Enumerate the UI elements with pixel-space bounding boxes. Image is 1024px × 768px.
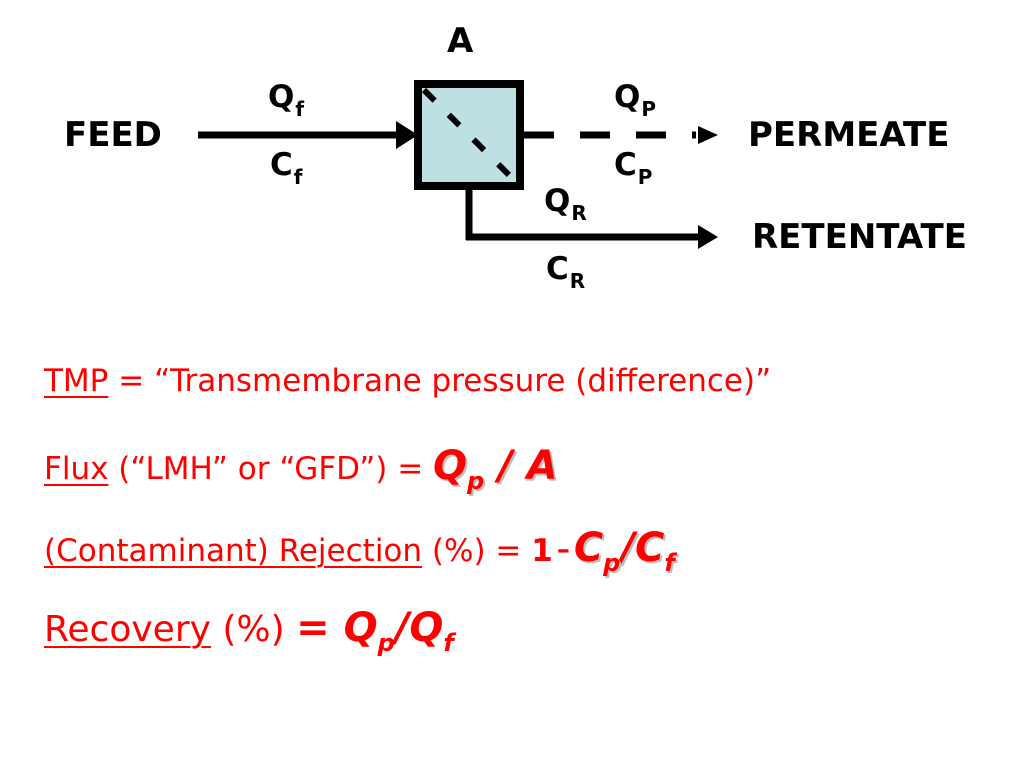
flux-definition: Flux (“LMH” or “GFD”) = Qp / A (44, 443, 558, 493)
rejection-formula-slash: / (620, 525, 635, 571)
recovery-formula-q2-sub: f (443, 629, 454, 657)
feed-flow-label: Qf (268, 79, 304, 120)
feed-arrowhead (396, 121, 418, 149)
unit-label-a: A (447, 21, 474, 61)
permeate-conc-symbol: C (614, 147, 637, 183)
feed-conc-symbol: C (270, 147, 293, 183)
membrane-flow-diagram (198, 80, 718, 249)
retentate-label: RETENTATE (752, 217, 967, 257)
permeate-flow-subscript: P (641, 97, 657, 121)
rejection-minus: – (556, 535, 570, 565)
rejection-formula-c1-sub: p (603, 549, 621, 577)
recovery-term: Recovery (44, 609, 211, 650)
flux-formula-slash: / (484, 443, 527, 489)
flux-text: (“LMH” or “GFD”) = (108, 451, 434, 487)
retentate-flow-subscript: R (571, 201, 587, 225)
tmp-definition: TMP = “Transmembrane pressure (differenc… (44, 366, 771, 397)
recovery-formula-q1: Q (343, 605, 378, 651)
rejection-text: (%) = (422, 533, 532, 569)
retentate-flow-label: QR (544, 183, 587, 224)
flux-formula-q-sub: p (467, 467, 485, 495)
permeate-arrowhead (698, 126, 718, 144)
recovery-formula-q2: Q (409, 605, 444, 651)
feed-conc-label: Cf (270, 147, 302, 188)
recovery-formula-q1-sub: p (377, 629, 395, 657)
rejection-formula: Cp/Cf (573, 525, 675, 575)
permeate-conc-subscript: P (637, 165, 653, 189)
permeate-flow-symbol: Q (614, 79, 641, 115)
recovery-text: (%) (210, 609, 297, 650)
permeate-label: PERMEATE (748, 115, 950, 155)
retentate-conc-symbol: C (546, 251, 569, 287)
retentate-conc-label: CR (546, 251, 585, 292)
tmp-term: TMP (44, 363, 109, 399)
flux-term: Flux (44, 451, 109, 487)
flux-formula: Qp / A (433, 443, 558, 493)
feed-flow-symbol: Q (268, 79, 295, 115)
rejection-term: (Contaminant) Rejection (44, 533, 423, 569)
rejection-one: 1 (531, 533, 553, 569)
flux-formula-q: Q (433, 443, 468, 489)
feed-flow-subscript: f (295, 97, 305, 121)
recovery-definition: Recovery (%) = Qp/Qf (44, 605, 454, 655)
feed-label: FEED (64, 115, 162, 155)
recovery-formula-slash: / (394, 605, 410, 651)
permeate-conc-label: CP (614, 147, 652, 188)
rejection-formula-c2: C (634, 525, 665, 571)
flux-formula-a: A (526, 443, 558, 489)
rejection-formula-c1: C (573, 525, 604, 571)
tmp-text: = “Transmembrane pressure (difference)” (108, 363, 772, 399)
recovery-formula: = Qp/Qf (296, 605, 454, 655)
permeate-flow-label: QP (614, 79, 656, 120)
retentate-conc-subscript: R (569, 269, 586, 293)
feed-conc-subscript: f (293, 165, 303, 189)
retentate-arrowhead (698, 225, 718, 249)
recovery-formula-eq: = (296, 605, 344, 651)
rejection-formula-c2-sub: f (664, 549, 675, 577)
rejection-definition: (Contaminant) Rejection (%) = 1–Cp/Cf (44, 525, 675, 575)
membrane-line (421, 87, 519, 185)
retentate-flow-symbol: Q (544, 183, 571, 219)
